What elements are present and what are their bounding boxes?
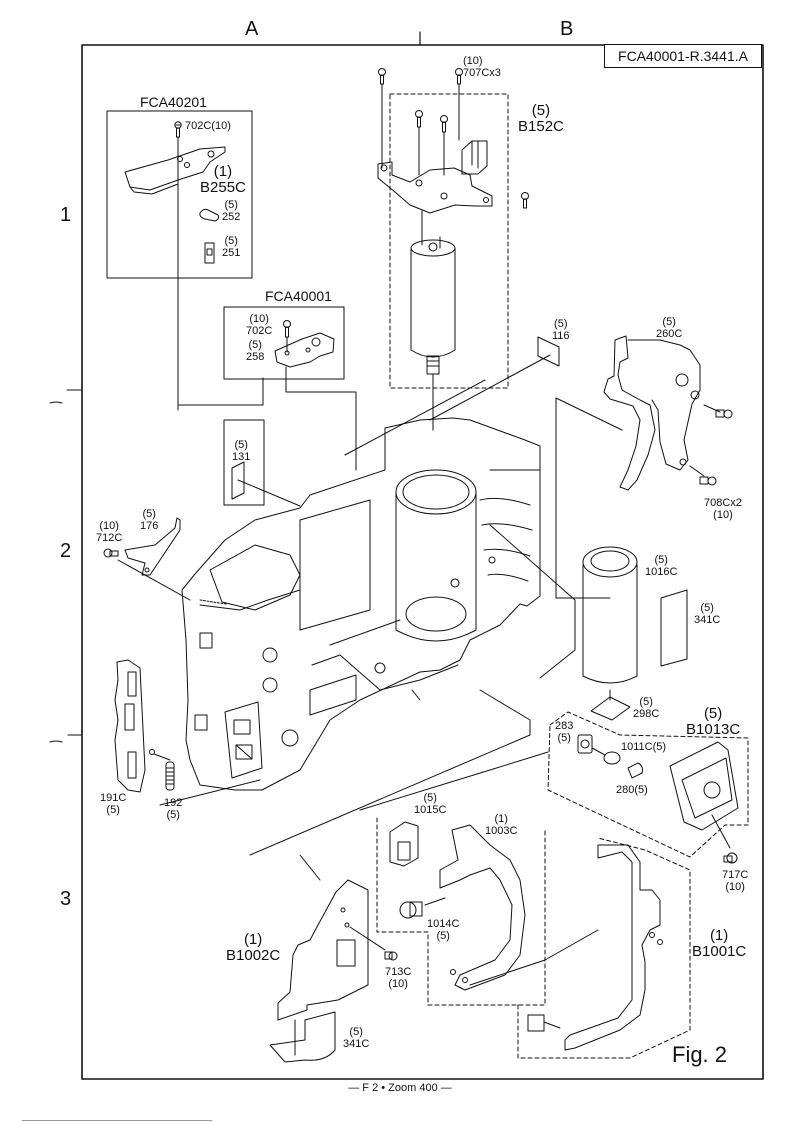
part-label-b1013c: (5)B1013C xyxy=(686,705,741,738)
group-box-b1013c xyxy=(547,711,749,864)
part-label-713c: 713C(10) xyxy=(385,966,412,990)
main-chassis xyxy=(181,417,541,791)
part-191c-slider xyxy=(114,659,175,793)
part-label-252: (5)252 xyxy=(222,199,241,223)
grid-row-2: 2 xyxy=(60,540,72,562)
group-box-b1001c xyxy=(469,837,691,1059)
part-label-192: 192(5) xyxy=(164,797,183,821)
part-label-260c: (5)260C xyxy=(656,316,683,340)
group-box-1003c xyxy=(376,817,546,1006)
part-label-258: (5)258 xyxy=(246,339,265,363)
part-label-1014c: 1014C(5) xyxy=(427,918,460,942)
part-label-712c: (10)712C xyxy=(96,520,123,544)
part-label-116: (5)116 xyxy=(552,318,570,342)
part-label-b1002c: (1)B1002C xyxy=(226,931,281,964)
part-label-341c-bottom: (5)341C xyxy=(343,1026,370,1050)
group-box-fca40201 xyxy=(106,110,253,411)
part-176-lever xyxy=(103,517,181,576)
part-b1002c-plate xyxy=(269,879,398,1063)
grid-column-b: B xyxy=(560,18,574,40)
part-1016c-barrel xyxy=(582,546,638,721)
part-label-283: 283(5) xyxy=(555,720,574,744)
part-label-707c: (10)707Cx3 xyxy=(463,55,501,79)
page-footer: — F 2 • Zoom 400 — xyxy=(348,1082,452,1094)
part-label-298c: (5)298C xyxy=(633,696,660,720)
leader-lines xyxy=(117,379,611,881)
grid-row-3: 3 xyxy=(60,888,72,910)
part-label-1011c: 1011C(5) xyxy=(621,741,667,753)
label-341c-shape xyxy=(660,589,688,667)
drawing-frame xyxy=(49,31,764,1080)
part-label-b1001c: (1)B1001C xyxy=(692,927,747,960)
grid-column-a: A xyxy=(245,18,259,40)
part-label-b152c: (5)B152C xyxy=(518,102,564,135)
part-label-280: 280(5) xyxy=(616,784,648,796)
part-label-1015c: (5)1015C xyxy=(414,792,447,816)
group-title-fca40201: FCA40201 xyxy=(140,94,207,110)
part-label-176: (5)176 xyxy=(140,508,159,532)
part-label-191c: 191C(5) xyxy=(100,792,127,816)
part-label-131: (5)131 xyxy=(232,439,251,463)
label-116-shape xyxy=(429,336,560,421)
label-131-box xyxy=(223,419,301,507)
bottom-rule xyxy=(22,1120,212,1121)
group-box-fca40001 xyxy=(177,306,357,471)
group-box-b152c xyxy=(377,68,529,431)
part-label-341c-right: (5)341C xyxy=(694,602,721,626)
part-260c-bracket xyxy=(555,335,733,491)
part-label-708c: 708Cx2(10) xyxy=(704,497,742,521)
figure-label: Fig. 2 xyxy=(672,1042,728,1067)
part-label-251: (5)251 xyxy=(222,235,241,259)
part-label-717c: 717C(10) xyxy=(722,869,749,893)
part-label-702c: (10)702C xyxy=(246,313,273,337)
part-label-1016c: (5)1016C xyxy=(645,554,678,578)
part-label-702c-top: 702C(10) xyxy=(185,120,231,132)
group-title-fca40001: FCA40001 xyxy=(265,288,332,304)
part-label-1003c: (1)1003C xyxy=(485,813,518,837)
reference-code-box: FCA40001-R.3441.A xyxy=(604,44,762,68)
grid-row-1: 1 xyxy=(60,204,72,226)
part-label-b255c: (1)B255C xyxy=(200,163,246,196)
